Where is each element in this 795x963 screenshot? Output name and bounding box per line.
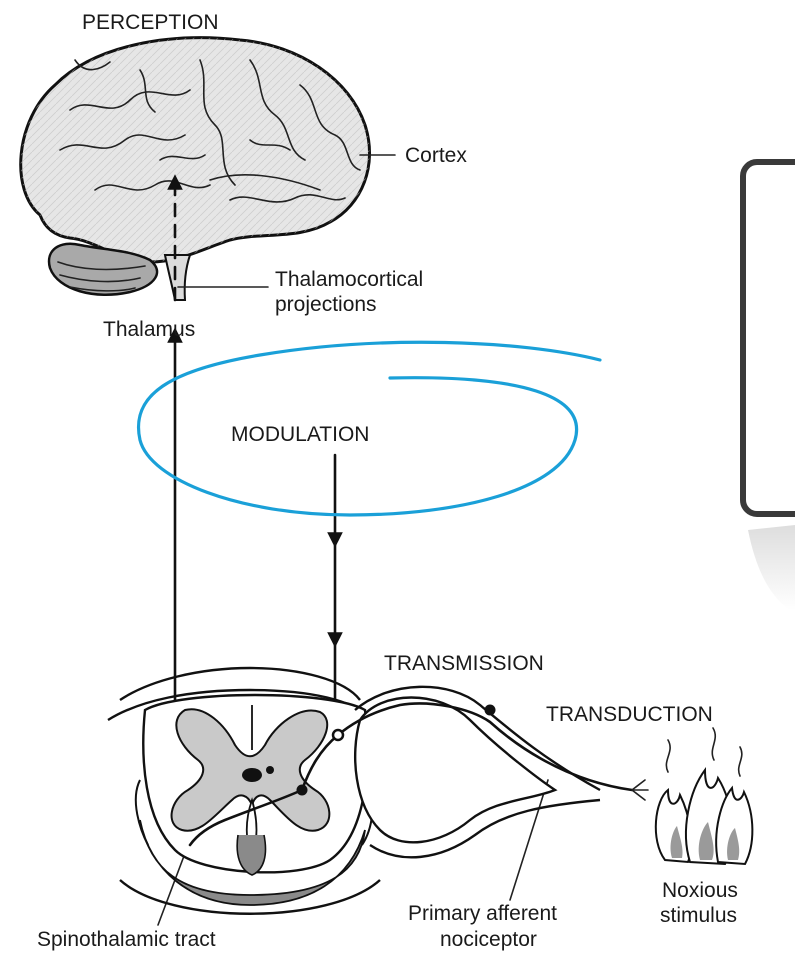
transduction-label: TRANSDUCTION bbox=[546, 703, 713, 726]
thalamus-label: Thalamus bbox=[103, 318, 195, 341]
spinal-cord-section bbox=[108, 668, 600, 914]
ganglion-cell-body bbox=[485, 705, 496, 716]
synapse-marker bbox=[333, 730, 343, 740]
perception-label: PERCEPTION bbox=[82, 11, 219, 34]
slide-frame bbox=[743, 162, 795, 610]
noxious-label-line1: Noxious bbox=[662, 879, 738, 902]
primary-afferent-label-line2: nociceptor bbox=[440, 928, 537, 951]
thalamocortical-label-line1: Thalamocortical bbox=[275, 268, 423, 291]
modulation-label: MODULATION bbox=[231, 423, 369, 446]
primary-afferent-label-line1: Primary afferent bbox=[408, 902, 557, 925]
dorsal-horn-neuron bbox=[297, 785, 308, 796]
cortex-label: Cortex bbox=[405, 144, 467, 167]
spinothalamic-label: Spinothalamic tract bbox=[37, 928, 216, 951]
thalamocortical-label-line2: projections bbox=[275, 293, 377, 316]
dorsal-root-ganglion bbox=[355, 698, 555, 843]
transmission-label: TRANSMISSION bbox=[384, 652, 544, 675]
brain-illustration bbox=[21, 38, 370, 300]
noxious-label-line2: stimulus bbox=[660, 904, 737, 927]
flame-icon bbox=[656, 728, 753, 864]
